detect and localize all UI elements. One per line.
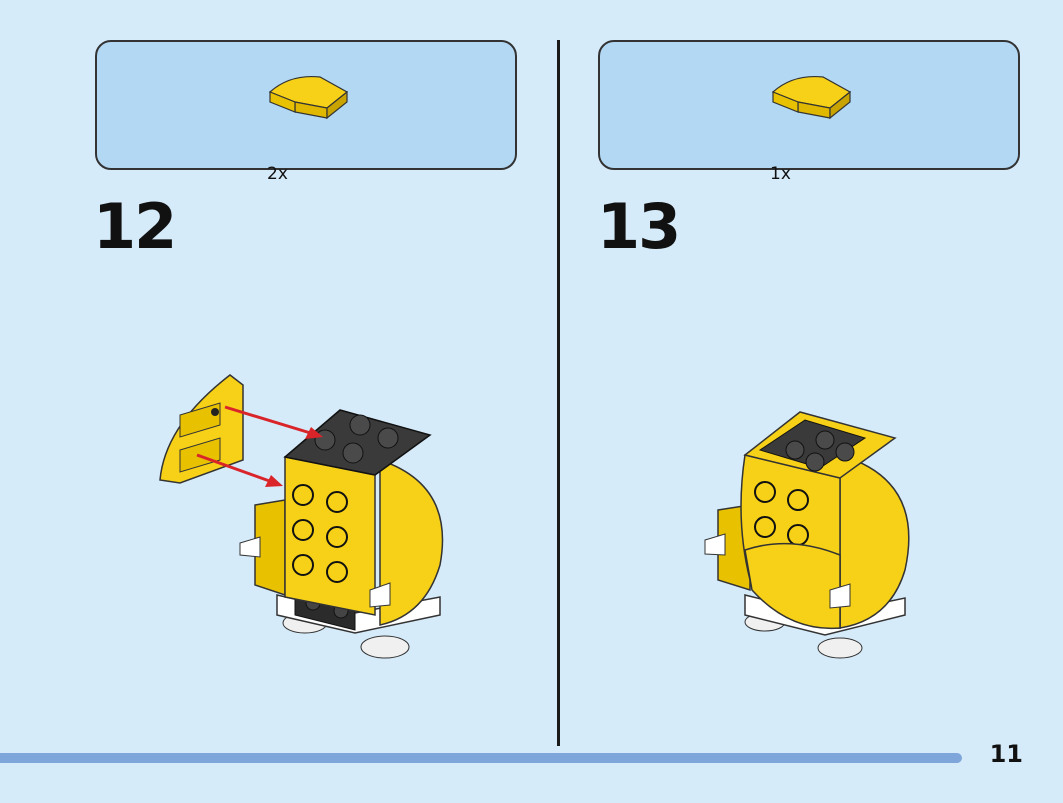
yellow-curved-slope-icon — [268, 75, 349, 120]
page-progress-bar — [0, 753, 962, 763]
foot — [817, 637, 863, 659]
assembly-arrow-icon — [224, 405, 323, 439]
part-quantity: 1x — [770, 164, 791, 184]
page-number: 11 — [989, 740, 1023, 768]
parts-callout-step-13: 1x — [598, 40, 1020, 184]
foot — [360, 635, 410, 659]
step-13-model-illustration — [704, 411, 910, 659]
yellow-curved-slope-icon — [771, 75, 852, 120]
step-number: 13 — [597, 190, 681, 263]
step-number: 12 — [93, 190, 177, 263]
step-divider — [557, 40, 560, 746]
assembly-arrow-icon — [196, 453, 283, 487]
parts-callout-step-12: 2x — [95, 40, 517, 184]
step-12-model-illustration — [159, 374, 444, 659]
part-quantity: 2x — [267, 164, 288, 184]
